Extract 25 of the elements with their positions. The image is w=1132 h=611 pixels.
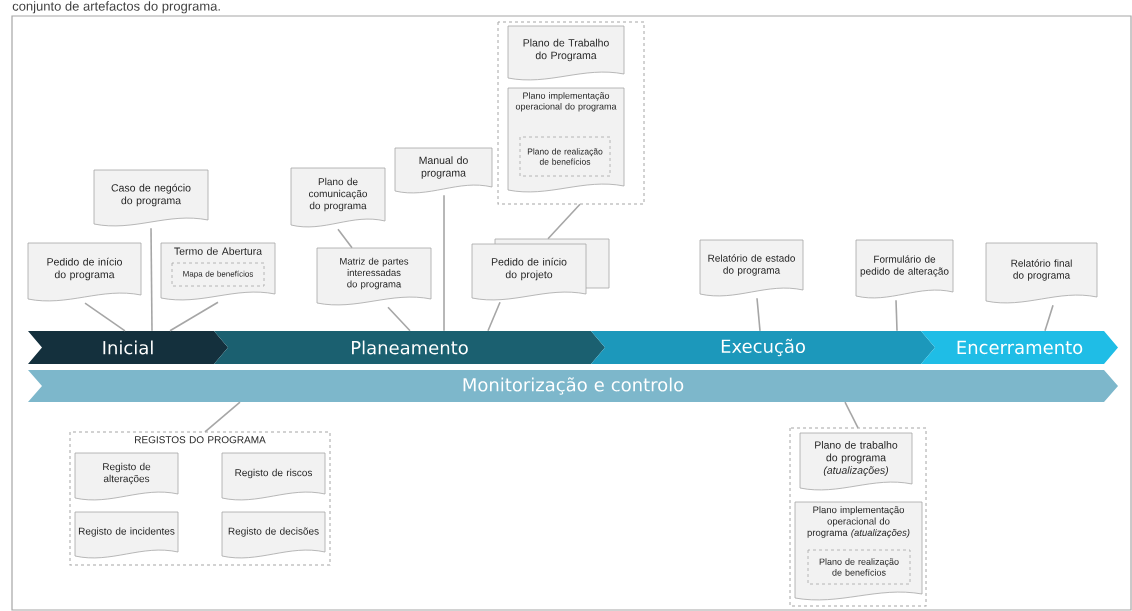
- leader-line: [150, 227, 153, 332]
- leader-line: [1044, 304, 1054, 332]
- dashed-box: Mapa de benefícios: [171, 262, 265, 287]
- dashed-box: Plano de realização de benefícios: [519, 136, 611, 177]
- leader-line: [387, 306, 411, 332]
- leader-line: [204, 401, 241, 433]
- caption-text: conjunto de artefactos do programa.: [12, 1, 220, 14]
- phase-band: Monitorização e controlo: [28, 370, 1118, 402]
- dashed-box: Plano de realização de benefícios: [807, 549, 911, 585]
- phase-band: Inicial: [28, 331, 228, 364]
- leader-line: [547, 203, 581, 240]
- leader-line: [487, 301, 501, 332]
- dashed-group: [789, 427, 927, 607]
- leader-line: [844, 401, 859, 429]
- leader-line: [169, 301, 219, 332]
- leader-line: [895, 299, 898, 332]
- dashed-group: [497, 21, 645, 205]
- document-stack: Pedido de início do projeto: [471, 238, 610, 301]
- phase-band: Planeamento: [214, 331, 605, 364]
- leader-line: [84, 302, 126, 332]
- leader-line: [756, 297, 761, 332]
- phase-band: Encerramento: [921, 331, 1118, 364]
- phase-band: Execução: [591, 331, 935, 364]
- leader-line: [337, 228, 353, 249]
- leader-line: [443, 194, 445, 332]
